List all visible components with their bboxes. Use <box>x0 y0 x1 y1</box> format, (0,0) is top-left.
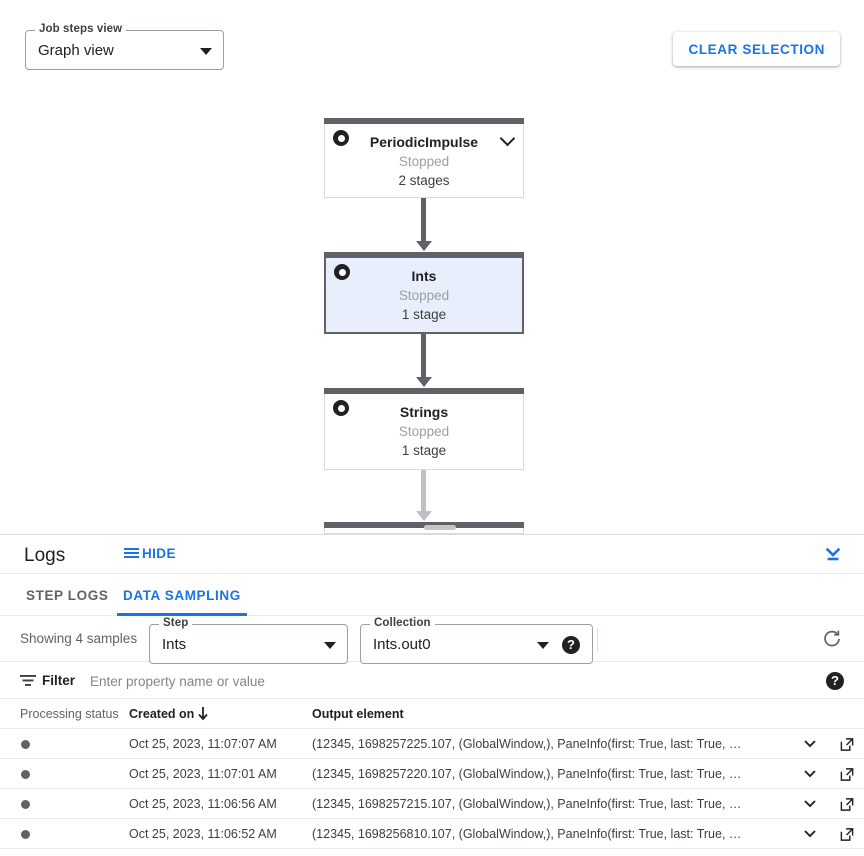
stopped-status-icon <box>333 400 349 416</box>
graph-connector <box>415 470 432 521</box>
step-select[interactable]: Step Ints <box>149 617 348 664</box>
node-status: Stopped <box>398 424 450 439</box>
open-in-new-icon[interactable] <box>839 827 855 842</box>
divider <box>597 628 598 652</box>
cell-output-element: (12345, 1698257225.107, (GlobalWindow,),… <box>312 737 742 751</box>
node-title: Ints <box>411 268 437 284</box>
chevron-down-icon[interactable] <box>801 737 819 751</box>
filter-row: Filter ? <box>0 662 864 699</box>
logs-header: Logs HIDE <box>0 535 864 574</box>
graph-connector <box>415 334 432 387</box>
table-header-row: Processing status Created on Output elem… <box>0 699 864 729</box>
node-status-bar <box>324 388 524 394</box>
column-header-output-element[interactable]: Output element <box>312 707 404 721</box>
job-steps-view-label: Job steps view <box>35 23 127 35</box>
node-status: Stopped <box>398 288 450 303</box>
arrow-head-icon <box>415 511 432 521</box>
help-icon[interactable]: ? <box>562 636 580 654</box>
collection-select-value: Ints.out0 <box>373 636 431 653</box>
arrow-head-icon <box>415 377 432 387</box>
help-icon[interactable]: ? <box>826 672 844 690</box>
collapse-panel-button[interactable] <box>820 542 846 568</box>
graph-connector <box>415 198 432 251</box>
column-header-processing-status[interactable]: Processing status <box>20 707 119 721</box>
node-status-bar <box>324 252 524 258</box>
table-row[interactable]: Oct 25, 2023, 11:07:07 AM (12345, 169825… <box>0 729 864 759</box>
chevron-down-icon <box>200 48 212 55</box>
collection-select[interactable]: Collection Ints.out0 ? <box>360 617 593 664</box>
logs-title: Logs <box>24 545 66 566</box>
graph-node-periodicimpulse[interactable]: PeriodicImpulse Stopped 2 stages <box>324 118 524 198</box>
refresh-button[interactable] <box>820 627 844 651</box>
scrollbar-thumb[interactable] <box>424 525 456 530</box>
node-title: Strings <box>399 404 449 420</box>
cell-created-on: Oct 25, 2023, 11:06:52 AM <box>129 827 277 841</box>
logs-panel: Logs HIDE STEP LOGS DATA SAMPLING Showin… <box>0 534 864 856</box>
processing-status-dot <box>21 770 30 779</box>
sort-descending-arrow-icon[interactable] <box>196 706 210 721</box>
graph-node-strings[interactable]: Strings Stopped 1 stage <box>324 388 524 470</box>
chevron-down-icon <box>537 642 549 649</box>
processing-status-dot <box>21 830 30 839</box>
node-title: PeriodicImpulse <box>369 134 479 150</box>
job-steps-view-value: Graph view <box>38 42 114 59</box>
step-select-label: Step <box>159 617 193 629</box>
sampling-controls: Showing 4 samples Step Ints Collection I… <box>0 616 864 664</box>
open-in-new-icon[interactable] <box>839 767 855 782</box>
open-in-new-icon[interactable] <box>839 797 855 812</box>
filter-input[interactable] <box>88 670 788 692</box>
hide-logs-label: HIDE <box>142 546 176 561</box>
processing-status-dot <box>21 800 30 809</box>
job-steps-view-select[interactable]: Job steps view Graph view <box>25 23 224 70</box>
chevron-down-icon[interactable] <box>801 797 819 811</box>
node-status: Stopped <box>398 154 450 169</box>
stopped-status-icon <box>334 264 350 280</box>
tab-data-sampling[interactable]: DATA SAMPLING <box>117 574 247 616</box>
collection-select-label: Collection <box>370 617 435 629</box>
cell-output-element: (12345, 1698257215.107, (GlobalWindow,),… <box>312 797 742 811</box>
cell-created-on: Oct 25, 2023, 11:07:01 AM <box>129 767 277 781</box>
graph-horizontal-scrollbar[interactable] <box>0 522 864 534</box>
list-lines-icon <box>124 547 139 558</box>
hide-logs-button[interactable]: HIDE <box>124 546 176 561</box>
cell-created-on: Oct 25, 2023, 11:06:56 AM <box>129 797 277 811</box>
job-graph-panel: Job steps view Graph view CLEAR SELECTIO… <box>0 23 864 534</box>
processing-status-dot <box>21 740 30 749</box>
refresh-icon <box>824 630 840 647</box>
table-row[interactable]: Oct 25, 2023, 11:07:01 AM (12345, 169825… <box>0 759 864 789</box>
samples-table: Processing status Created on Output elem… <box>0 699 864 849</box>
node-status-bar <box>324 118 524 124</box>
table-row[interactable]: Oct 25, 2023, 11:06:56 AM (12345, 169825… <box>0 789 864 819</box>
chevron-down-icon[interactable] <box>801 827 819 841</box>
logs-tabs: STEP LOGS DATA SAMPLING <box>0 574 864 616</box>
filter-icon[interactable] <box>20 674 36 687</box>
cell-output-element: (12345, 1698257220.107, (GlobalWindow,),… <box>312 767 742 781</box>
stopped-status-icon <box>333 130 349 146</box>
graph-node-ints[interactable]: Ints Stopped 1 stage <box>324 252 524 334</box>
node-stages: 1 stage <box>401 443 447 458</box>
step-select-value: Ints <box>162 636 187 653</box>
chevron-down-icon[interactable] <box>801 767 819 781</box>
expand-less-with-bar-icon <box>825 547 841 561</box>
chevron-down-icon <box>324 642 336 649</box>
node-stages: 2 stages <box>398 173 450 188</box>
table-row[interactable]: Oct 25, 2023, 11:06:52 AM (12345, 169825… <box>0 819 864 849</box>
filter-label: Filter <box>42 673 76 688</box>
column-header-created-on[interactable]: Created on <box>129 707 195 721</box>
arrow-head-icon <box>415 241 432 251</box>
showing-samples-text: Showing 4 samples <box>20 631 138 646</box>
node-stages: 1 stage <box>401 307 447 322</box>
cell-output-element: (12345, 1698256810.107, (GlobalWindow,),… <box>312 827 742 841</box>
open-in-new-icon[interactable] <box>839 737 855 752</box>
clear-selection-button[interactable]: CLEAR SELECTION <box>673 32 840 66</box>
tab-step-logs[interactable]: STEP LOGS <box>20 574 114 616</box>
cell-created-on: Oct 25, 2023, 11:07:07 AM <box>129 737 277 751</box>
